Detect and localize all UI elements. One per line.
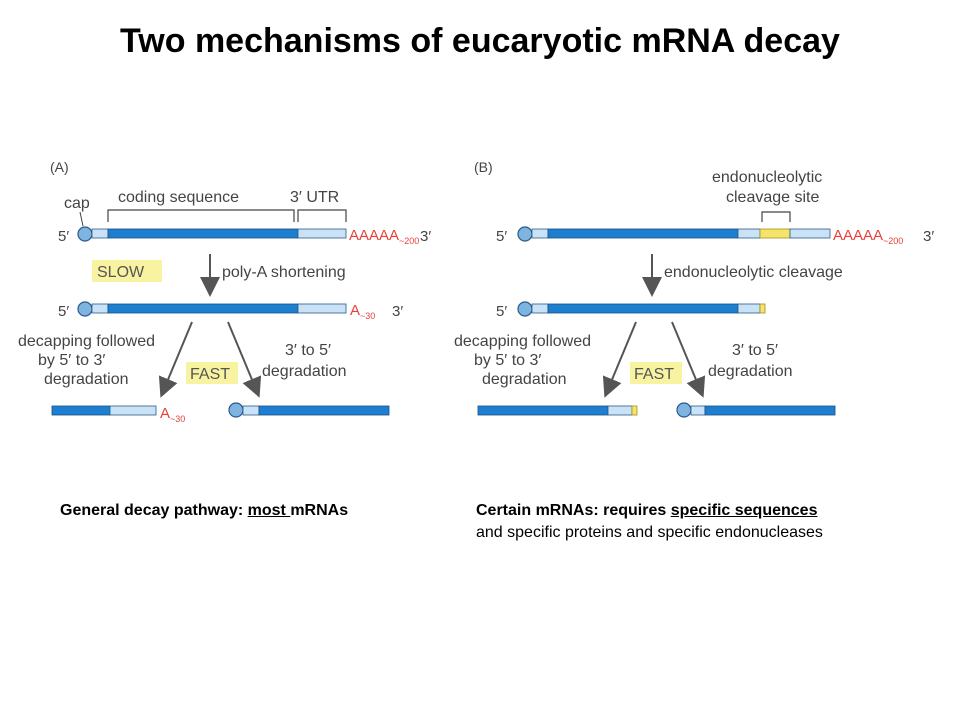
caption-b-prefix: Certain mRNAs: requires [476, 502, 671, 519]
utr-3-segment [737, 303, 761, 314]
five-prime-label: 5′ [58, 303, 69, 320]
decapping-label-a: decapping followed by 5′ to 3′ degradati… [18, 333, 159, 388]
cap-circle [77, 226, 93, 242]
five-prime-label: 5′ [58, 228, 69, 245]
caption-general-pathway: General decay pathway: most mRNAs [60, 502, 348, 520]
cap-circle [228, 402, 244, 418]
caption-b-line2: and specific proteins and specific endon… [476, 524, 823, 541]
slow-label: SLOW [97, 264, 145, 281]
cap-circle [676, 402, 692, 418]
mrna-full-b: 5′ AAAAA~200 3′ [496, 226, 934, 246]
utr-3-tail-segment [789, 228, 831, 239]
coding-sequence-label: coding sequence [118, 189, 239, 206]
five-prime-label: 5′ [496, 303, 507, 320]
fragment-right-a [228, 402, 390, 418]
coding-segment [547, 228, 739, 239]
five-prime-label: 5′ [496, 228, 507, 245]
fast-label-b: FAST [634, 366, 674, 383]
degradation-arrow-a [227, 321, 262, 398]
coding-segment [107, 303, 299, 314]
fast-highlight-b [630, 362, 682, 384]
utr-5-segment [91, 303, 109, 314]
decapping-arrow-b [602, 321, 637, 398]
cap-circle [517, 226, 533, 242]
panel-a: (A) cap coding sequence 3′ UTR 5′ AAAAA~… [18, 159, 431, 424]
three-prime-label: 3′ [923, 228, 934, 245]
coding-segment [258, 405, 390, 416]
mrna-short-a: 5′ A~30 3′ [58, 301, 403, 321]
three-to-five-label-b: 3′ to 5′ degradation [708, 342, 793, 380]
utr-3-segment [297, 303, 347, 314]
decapping-label-b: decapping followed by 5′ to 3′ degradati… [454, 333, 595, 388]
cleavage-site-bracket [761, 211, 791, 222]
coding-segment [51, 405, 111, 416]
coding-segment [547, 303, 739, 314]
page-title: Two mechanisms of eucaryotic mRNA decay [120, 22, 840, 60]
cap-label: cap [64, 195, 90, 212]
cleavage-site-label: endonucleolytic cleavage site [712, 169, 827, 206]
utr-5-segment [91, 228, 109, 239]
panel-b-label: (B) [474, 159, 493, 175]
polya-tail-long: AAAAA~200 [833, 227, 903, 246]
polya-shortening-label: poly-A shortening [222, 264, 346, 281]
panel-a-label: (A) [50, 159, 69, 175]
cleavage-segment [759, 303, 766, 314]
utr-5-segment [242, 405, 260, 416]
coding-segment [477, 405, 609, 416]
caption-b-underlined: specific sequences [670, 502, 818, 519]
fragment-right-b [676, 402, 836, 418]
coding-segment [107, 228, 299, 239]
cap-pointer [79, 211, 84, 227]
fast-highlight-a [186, 362, 238, 384]
utr-5-segment [690, 405, 706, 416]
mrna-cleaved-b: 5′ [496, 301, 766, 320]
fragment-left-a: A~30 [51, 405, 185, 424]
cleavage-segment [759, 228, 791, 239]
utr-5-segment [531, 303, 549, 314]
utr-bracket [297, 209, 347, 222]
cap-circle [517, 301, 533, 317]
coding-sequence-bracket [107, 209, 295, 222]
utr-label: 3′ UTR [290, 189, 339, 206]
three-prime-label: 3′ [392, 303, 403, 320]
utr-3-segment [607, 405, 633, 416]
fast-label-a: FAST [190, 366, 230, 383]
utr-3-segment [297, 228, 347, 239]
caption-a-underlined: most [247, 502, 291, 519]
cap-circle [77, 301, 93, 317]
endonucleolytic-cleavage-label: endonucleolytic cleavage [664, 264, 843, 281]
three-prime-label: 3′ [420, 228, 431, 245]
slow-highlight [92, 260, 162, 282]
decapping-arrow-a [158, 321, 193, 398]
three-to-five-label-a: 3′ to 5′ degradation [262, 342, 347, 380]
polya-tail-short: A~30 [350, 302, 375, 321]
caption-specific-pathway: Certain mRNAs: requires specific sequenc… [476, 502, 823, 542]
fragment-left-b [477, 405, 638, 416]
coding-segment [704, 405, 836, 416]
degradation-arrow-b [671, 321, 706, 398]
mrna-decay-figure: (A) cap coding sequence 3′ UTR 5′ AAAAA~… [18, 159, 934, 424]
panel-b: (B) endonucleolytic cleavage site 5′ AAA… [454, 159, 934, 418]
cleavage-segment [631, 405, 638, 416]
mrna-full-a: 5′ AAAAA~200 3′ [58, 226, 431, 246]
caption-a-suffix: mRNAs [290, 502, 349, 519]
utr-3-segment [737, 228, 761, 239]
utr-5-segment [531, 228, 549, 239]
polya-tail-short: A~30 [160, 405, 185, 424]
polya-tail-long: AAAAA~200 [349, 227, 419, 246]
utr-3-segment [109, 405, 157, 416]
caption-a-prefix: General decay pathway: [60, 502, 248, 519]
caption-b-line1: Certain mRNAs: requires specific sequenc… [476, 502, 823, 520]
